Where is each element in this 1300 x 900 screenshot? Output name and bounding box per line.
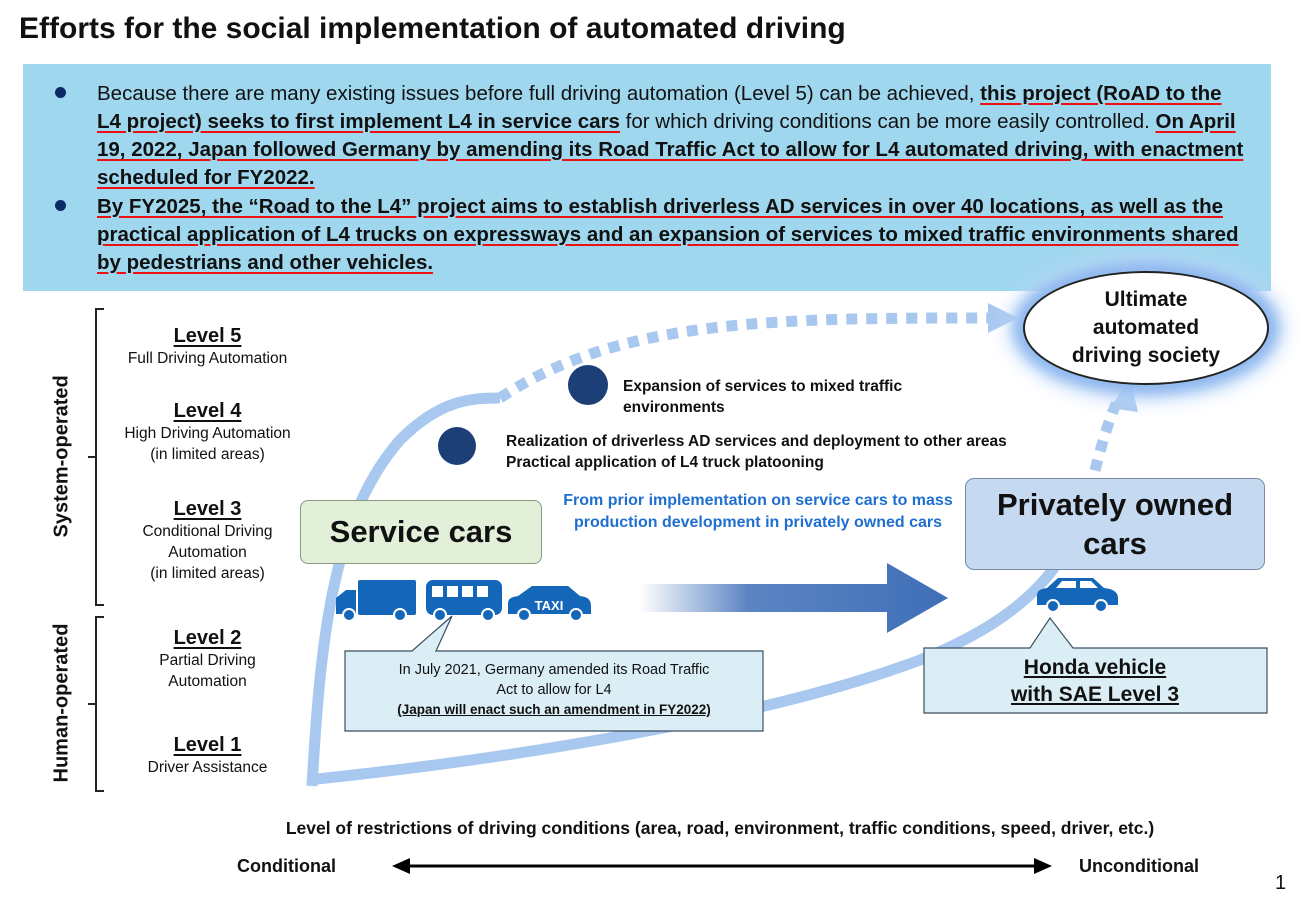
level-title: Level 4 — [173, 400, 242, 422]
ultimate-goal-label: Ultimate automated driving society — [1071, 288, 1221, 367]
bullet-dot-icon — [55, 87, 66, 98]
privately-owned-cars-box: Privately owned cars — [965, 478, 1265, 570]
axis-right-label: Unconditional — [1079, 856, 1199, 876]
service-car-progress-curve — [306, 392, 501, 787]
milestone-marker — [438, 427, 476, 465]
level-title: Level 2 — [173, 627, 242, 649]
axis-left-label: Conditional — [237, 856, 336, 876]
left-arrowhead-icon — [392, 858, 410, 874]
level-1: Level 1 Driver Assistance — [105, 734, 310, 778]
private-curve-arrowhead-icon — [1110, 378, 1138, 412]
summary-bullet-1: Because there are many existing issues b… — [97, 80, 1247, 192]
summary-text: for which driving conditions can be more… — [619, 110, 1156, 133]
stage-mixed-traffic: Expansion of services to mixed traffic e… — [623, 378, 903, 416]
germany-callout-text: In July 2021, Germany amended its Road T… — [398, 662, 710, 698]
system-operated-label: System-operated — [50, 375, 73, 538]
right-arrowhead-icon — [1034, 858, 1052, 874]
level-2: Level 2 Partial Driving Automation — [105, 627, 310, 692]
curve-arrowhead-icon — [988, 303, 1018, 333]
level-3: Level 3 Conditional Driving Automation (… — [105, 498, 310, 584]
level-description: Driver Assistance — [147, 759, 268, 776]
transition-arrow — [640, 563, 948, 633]
system-operated-bracket — [95, 308, 104, 606]
service-cars-box: Service cars — [300, 500, 542, 564]
private-car-progress-curve — [307, 488, 1096, 786]
taxi-sign-label: TAXI — [535, 598, 564, 613]
honda-callout-line: Honda vehicle — [1023, 656, 1167, 679]
stage-driverless-services: Realization of driverless AD services an… — [506, 433, 1007, 450]
level-title: Level 3 — [173, 498, 242, 520]
human-operated-bracket — [95, 616, 104, 792]
level-description: Full Driving Automation — [127, 350, 288, 367]
germany-callout: In July 2021, Germany amended its Road T… — [352, 660, 756, 720]
taxi-icon: TAXI — [508, 586, 591, 622]
dotted-private-curve — [1084, 392, 1125, 492]
japan-amendment-note: (Japan will enact such an amendment in F… — [397, 702, 711, 717]
stage-truck-platooning: Practical application of L4 truck platoo… — [506, 454, 824, 471]
level-description: Conditional Driving Automation (in limit… — [142, 523, 273, 582]
summary-bullet-2: By FY2025, the “Road to the L4” project … — [97, 193, 1247, 277]
milestone-marker — [568, 365, 608, 405]
germany-callout-box — [344, 615, 764, 732]
bullet-dot-icon — [55, 200, 66, 211]
axis-title: Level of restrictions of driving conditi… — [285, 818, 1155, 838]
honda-callout: Honda vehicle with SAE Level 3 — [930, 654, 1260, 708]
summary-text: Because there are many existing issues b… — [97, 82, 981, 105]
summary-highlight: By FY2025, the “Road to the L4” project … — [97, 195, 1239, 274]
summary-banner: Because there are many existing issues b… — [23, 64, 1271, 291]
level-4: Level 4 High Driving Automation (in limi… — [105, 400, 310, 465]
level-description: Partial Driving Automation — [159, 652, 256, 690]
truck-icon — [336, 580, 416, 622]
page-number: 1 — [1275, 872, 1287, 894]
bus-icon — [426, 580, 502, 622]
honda-callout-box — [923, 616, 1268, 714]
summary-highlight: this project (RoAD to the L4 project) se… — [97, 82, 1222, 133]
level-5: Level 5 Full Driving Automation — [105, 325, 310, 369]
private-car-icon — [1037, 578, 1118, 613]
level-title: Level 5 — [173, 325, 242, 347]
summary-highlight: On April 19, 2022, Japan followed German… — [97, 110, 1244, 189]
page-title: Efforts for the social implementation of… — [19, 12, 846, 45]
level-title: Level 1 — [173, 734, 242, 756]
ultimate-goal-ellipse: Ultimate automated driving society — [1023, 271, 1269, 385]
dotted-progress-curve — [496, 312, 996, 403]
human-operated-label: Human-operated — [50, 623, 73, 783]
transition-note: From prior implementation on service car… — [563, 492, 953, 531]
honda-callout-line: with SAE Level 3 — [1010, 683, 1180, 706]
level-description: High Driving Automation (in limited area… — [124, 425, 291, 463]
